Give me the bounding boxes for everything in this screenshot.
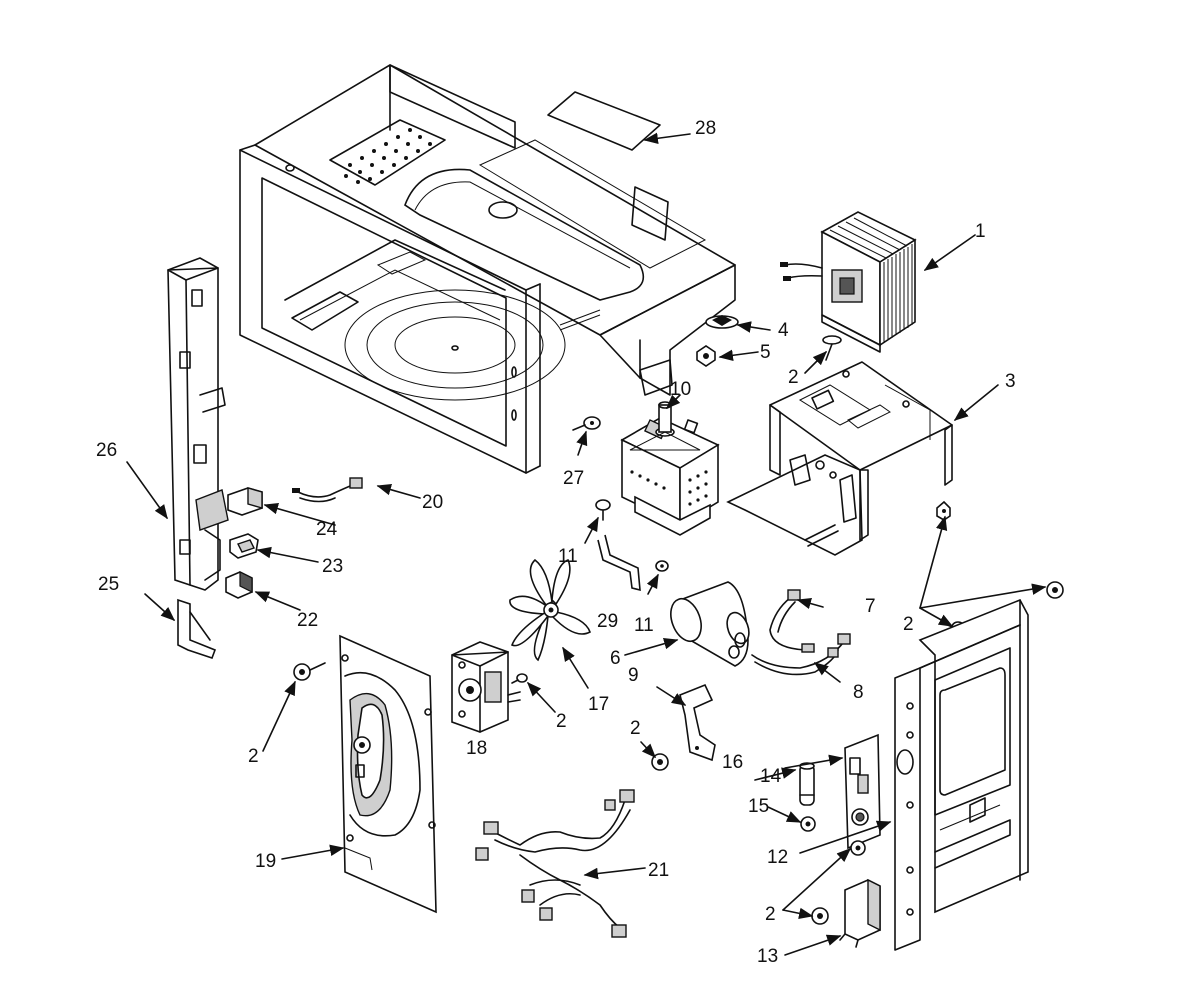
callout-28: 28	[695, 118, 716, 139]
part-16-fuse	[799, 762, 815, 806]
callout-13: 13	[757, 946, 778, 967]
callout-21: 21	[648, 860, 669, 881]
part-21-wire-harness	[475, 789, 635, 938]
leader-lines	[126, 132, 1047, 956]
part-6-capacitor	[670, 581, 750, 667]
callout-29: 29	[597, 611, 618, 632]
part-1-transformer	[780, 211, 917, 353]
callout-2c: 2	[630, 718, 641, 739]
part-2-screw-i	[811, 907, 829, 925]
callout-14: 14	[760, 766, 782, 787]
callout-16: 16	[722, 752, 743, 773]
callout-11: 11	[558, 546, 578, 567]
part-25-lever	[177, 598, 217, 660]
callout-2f: 2	[765, 904, 776, 925]
part-23-switch	[229, 533, 259, 559]
part-2-screw-a	[822, 335, 842, 361]
part-14-fuse-holder	[844, 733, 881, 850]
callout-18: 18	[466, 738, 487, 759]
callout-24: 24	[316, 519, 338, 540]
part-2-screw-f	[511, 673, 528, 684]
part-8-wire	[751, 633, 851, 676]
callout-22: 22	[297, 610, 318, 631]
callout-17: 17	[588, 694, 609, 715]
part-2-screw-d	[1046, 581, 1064, 599]
part-15-screw	[800, 816, 816, 832]
callout-2d: 2	[556, 711, 567, 732]
callout-labels: 1 2 3 4 5 10 28 26 20 24 23 27 25 22 11 …	[96, 118, 1016, 967]
part-13-component	[839, 878, 881, 948]
part-7-wire	[769, 589, 815, 653]
callout-19: 19	[255, 851, 276, 872]
part-5-nut	[696, 345, 716, 367]
part-28-label-sheet	[547, 91, 661, 151]
callout-1: 1	[975, 221, 986, 242]
part-10-magnetron	[620, 401, 720, 536]
part-27-screw	[572, 416, 601, 431]
part-2-screw-c	[936, 500, 951, 521]
callout-2e: 2	[248, 746, 259, 767]
part-4-component	[705, 315, 739, 329]
part-2-screw-h	[850, 840, 866, 856]
callout-2b: 2	[903, 614, 914, 635]
callout-6: 6	[610, 648, 621, 669]
callout-25: 25	[98, 574, 119, 595]
callout-9: 9	[628, 665, 639, 686]
part-12-control-frame	[894, 598, 1029, 951]
callout-12: 12	[767, 847, 788, 868]
callout-8: 8	[853, 682, 864, 703]
part-26-latch-holder	[167, 257, 229, 591]
part-11-screw-a	[595, 499, 611, 521]
callout-11b: 11	[634, 615, 654, 636]
part-19-latch-plate	[339, 634, 437, 914]
callout-5: 5	[760, 342, 771, 363]
part-18-fan-motor	[451, 641, 521, 733]
callout-27: 27	[563, 468, 584, 489]
callout-23: 23	[322, 556, 343, 577]
callout-20: 20	[422, 492, 443, 513]
callout-2: 2	[788, 367, 799, 388]
oven-cavity-frame	[239, 64, 736, 474]
part-2-screw-g	[651, 753, 669, 771]
part-20-wire	[292, 477, 363, 503]
callout-4: 4	[778, 320, 789, 341]
vent-perforations	[344, 128, 432, 184]
part-24-switch	[227, 487, 263, 516]
part-3-base-bracket	[726, 361, 953, 556]
callout-26: 26	[96, 440, 117, 461]
callout-10: 10	[670, 379, 691, 400]
part-17-fan-blade	[509, 558, 591, 662]
part-2-screw-e	[293, 662, 326, 681]
callout-7: 7	[865, 596, 876, 617]
part-22-switch	[225, 571, 253, 599]
part-11-screw-b	[655, 560, 669, 572]
callout-15: 15	[748, 796, 769, 817]
part-29-bracket	[597, 534, 641, 592]
callout-3: 3	[1005, 371, 1016, 392]
part-9-bracket	[679, 683, 716, 762]
